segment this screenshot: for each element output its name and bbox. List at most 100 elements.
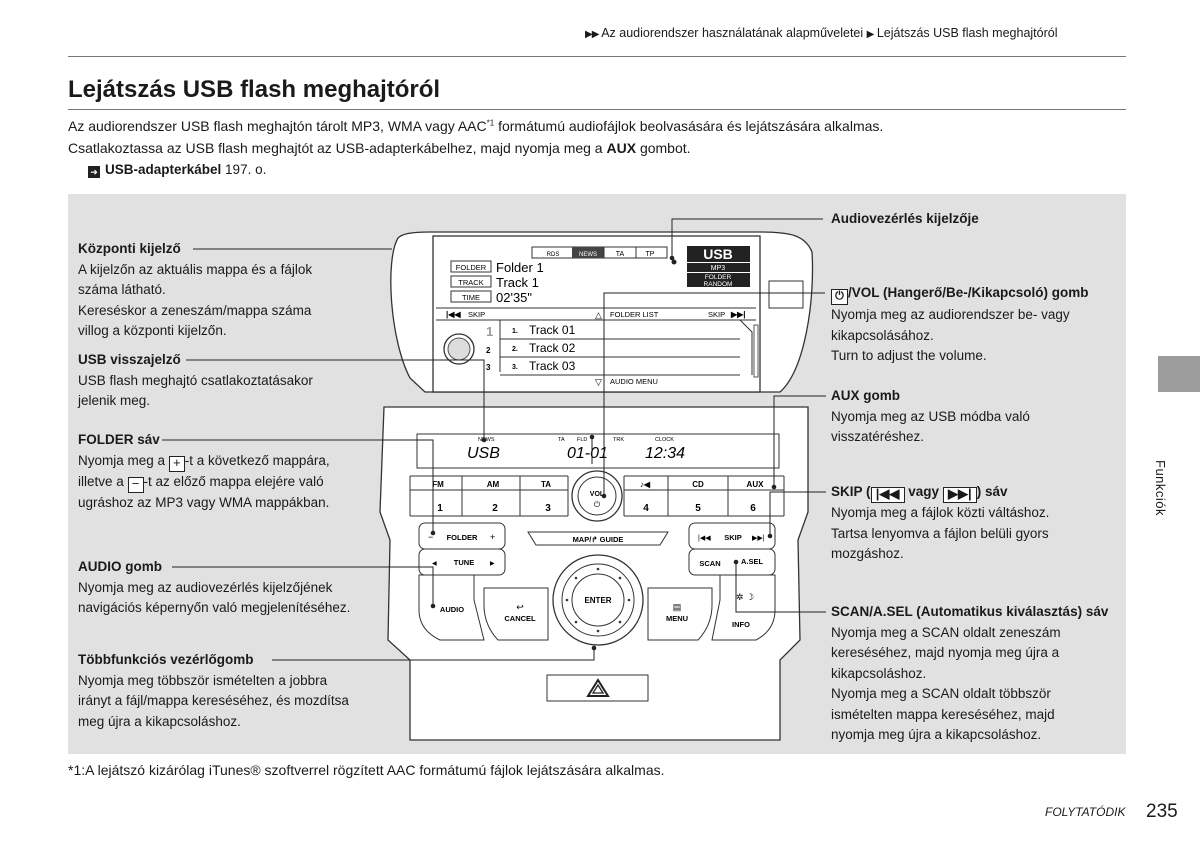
breadcrumb-parent: Az audiorendszer használatának alapművel…: [601, 26, 864, 40]
cross-reference[interactable]: ➜USB-adapterkábel 197. o.: [88, 162, 266, 178]
screen-skip-left: SKIP: [468, 310, 485, 319]
enter-button[interactable]: [571, 573, 625, 627]
enter-label: ENTER: [584, 596, 611, 605]
scan-bar-line: ismételten mappa kereséséhez, majd: [831, 706, 1055, 722]
folder-bar-text: illetve a: [78, 473, 128, 489]
cd-button[interactable]: CD: [692, 480, 704, 489]
vol-label: VOL: [590, 491, 605, 498]
folder-label: FOLDER: [456, 263, 487, 272]
aux-button-line: Nyomja meg az USB módba való: [831, 408, 1030, 424]
label-usb-indicator: USB visszajelző USB flash meghajtó csatl…: [78, 350, 313, 412]
audio-button[interactable]: [418, 574, 485, 641]
svg-text:1.: 1.: [512, 328, 518, 335]
breadcrumb-arrow-icon: ▶: [866, 29, 875, 40]
central-display-line: száma látható.: [78, 282, 166, 297]
svg-text:▶: ▶: [490, 561, 495, 567]
skip-back-icon: |◀◀: [446, 310, 461, 319]
continued-label: FOLYTATÓDIK: [1045, 805, 1126, 819]
tab-ta: TA: [616, 251, 625, 258]
preset-3-button[interactable]: 3: [545, 503, 551, 514]
side-tab-marker: [1158, 356, 1200, 392]
intro-line-2: Csatlakoztassa az USB flash meghajtót az…: [68, 140, 691, 156]
knob-direction-dots: [565, 567, 631, 633]
central-display-line: Kereséskor a zeneszám/mappa száma: [78, 302, 312, 318]
vol-knob-line: Nyomja meg az audiorendszer be- vagy: [831, 307, 1070, 322]
aux-button[interactable]: AUX: [747, 480, 765, 489]
intro-text-2-end: gombot.: [636, 140, 691, 156]
back-arrow-icon: ↩: [516, 602, 524, 612]
folder-bar-line: illetve a −-t az előző mappa elejére val…: [78, 472, 330, 493]
display-sensor: [768, 280, 804, 309]
screen-skip-right: SKIP: [708, 310, 725, 319]
svg-text:−: −: [428, 532, 433, 542]
map-guide-label: MAP/↱ GUIDE: [573, 535, 624, 544]
usb-indicator-line: USB flash meghajtó csatlakoztatásakor: [78, 372, 313, 388]
folder-bar-text: Nyomja meg a: [78, 452, 169, 468]
ta-button[interactable]: TA: [541, 480, 551, 489]
track-label: TRACK: [458, 278, 483, 287]
preset-6-button[interactable]: 6: [750, 503, 756, 514]
scan-bar-line: Nyomja meg a SCAN oldalt többször: [831, 686, 1051, 701]
multi-knob-title: Többfunkciós vezérlőgomb: [78, 652, 254, 667]
info-button[interactable]: [711, 574, 776, 641]
hazard-button[interactable]: [546, 674, 649, 702]
up-arrow-icon: △: [595, 310, 602, 320]
folder-bar-text: -t az előző mappa elejére való: [143, 473, 324, 489]
skip-bar-line: Nyomja meg a fájlok közti váltáshoz.: [831, 505, 1050, 520]
preset-2-button[interactable]: 2: [492, 503, 498, 514]
skip-forward-icon: ▶▶|: [730, 310, 746, 319]
tab-news: NEWS: [579, 252, 597, 258]
page-number: 235: [1146, 801, 1178, 822]
reference-title: USB-adapterkábel: [105, 162, 222, 177]
preset-4-button[interactable]: 4: [643, 503, 649, 514]
skip-back-icon: |◀◀: [870, 487, 905, 503]
cancel-button[interactable]: [483, 587, 549, 641]
am-button[interactable]: AM: [487, 480, 500, 489]
leader-lines: [162, 218, 826, 661]
preset-1-button[interactable]: 1: [437, 503, 443, 514]
tune-bar-label: TUNE: [454, 558, 474, 567]
breadcrumb: ▶▶ Az audiorendszer használatának alapmű…: [585, 26, 1058, 40]
scan-bar-line: kereséséhez, majd nyomja meg újra a: [831, 645, 1060, 660]
menu-button[interactable]: [647, 587, 713, 641]
scan-label: SCAN: [699, 559, 720, 568]
minus-icon: −: [127, 476, 144, 493]
tab-news-bg: [572, 247, 604, 258]
label-scan-bar: SCAN/A.SEL (Automatikus kiválasztás) sáv…: [831, 602, 1108, 746]
label-skip-bar: SKIP (|◀◀ vagy ▶▶|) sáv Nyomja meg a fáj…: [831, 482, 1049, 565]
aux-button-title: AUX gomb: [831, 388, 900, 403]
central-display-line: villog a központi kijelzőn.: [78, 323, 227, 338]
unit-track-segment: 01-01: [567, 445, 608, 462]
usb-text: USB: [703, 246, 733, 262]
fm-button[interactable]: FM: [432, 480, 444, 489]
mute-button[interactable]: ♪◀: [640, 480, 651, 489]
power-icon: ⏻: [594, 500, 601, 509]
asel-label: A.SEL: [741, 557, 764, 566]
footnote: *1:A lejátszó kizárólag iTunes® szoftver…: [68, 762, 665, 778]
skip-bar-label: SKIP: [724, 533, 742, 542]
unit-fld-label: FLD: [577, 437, 587, 443]
list-scrollbar: [753, 324, 759, 378]
svg-text:+: +: [490, 532, 495, 542]
usb-badge: [687, 246, 750, 262]
intro-text-2: Csatlakoztassa az USB flash meghajtót az…: [68, 140, 607, 156]
preset-5-button[interactable]: 5: [695, 503, 701, 514]
folder-bar-line: Nyomja meg a +-t a következő mappára,: [78, 451, 330, 472]
scan-bar-title: SCAN/A.SEL (Automatikus kiválasztás) sáv: [831, 604, 1109, 619]
svg-text:|◀◀: |◀◀: [698, 535, 711, 542]
tab-rds: RDS: [547, 252, 560, 258]
track-row-3: Track 03: [529, 359, 576, 373]
intro-aux: AUX: [606, 140, 637, 156]
skip-bar-line: Tartsa lenyomva a fájlon belüli gyors: [831, 525, 1049, 541]
aux-button-line: visszatéréshez.: [831, 429, 925, 444]
folder-bar-line: ugráshoz az MP3 vagy WMA mappákban.: [78, 494, 330, 510]
brightness-icon: ✲ ☽: [736, 592, 754, 602]
map-guide-button[interactable]: [527, 531, 669, 546]
title-rule: [68, 109, 1126, 110]
usb-indicator-line: jelenik meg.: [78, 393, 151, 408]
vol-knob-title: /VOL (Hangerő/Be-/Kikapcsoló) gomb: [848, 285, 1089, 300]
multi-knob-line: Nyomja meg többször ismételten a jobbra: [78, 672, 328, 688]
skip-bar-title-line: SKIP (|◀◀ vagy ▶▶|) sáv: [831, 482, 1049, 503]
vol-knob-inner: [447, 337, 471, 361]
